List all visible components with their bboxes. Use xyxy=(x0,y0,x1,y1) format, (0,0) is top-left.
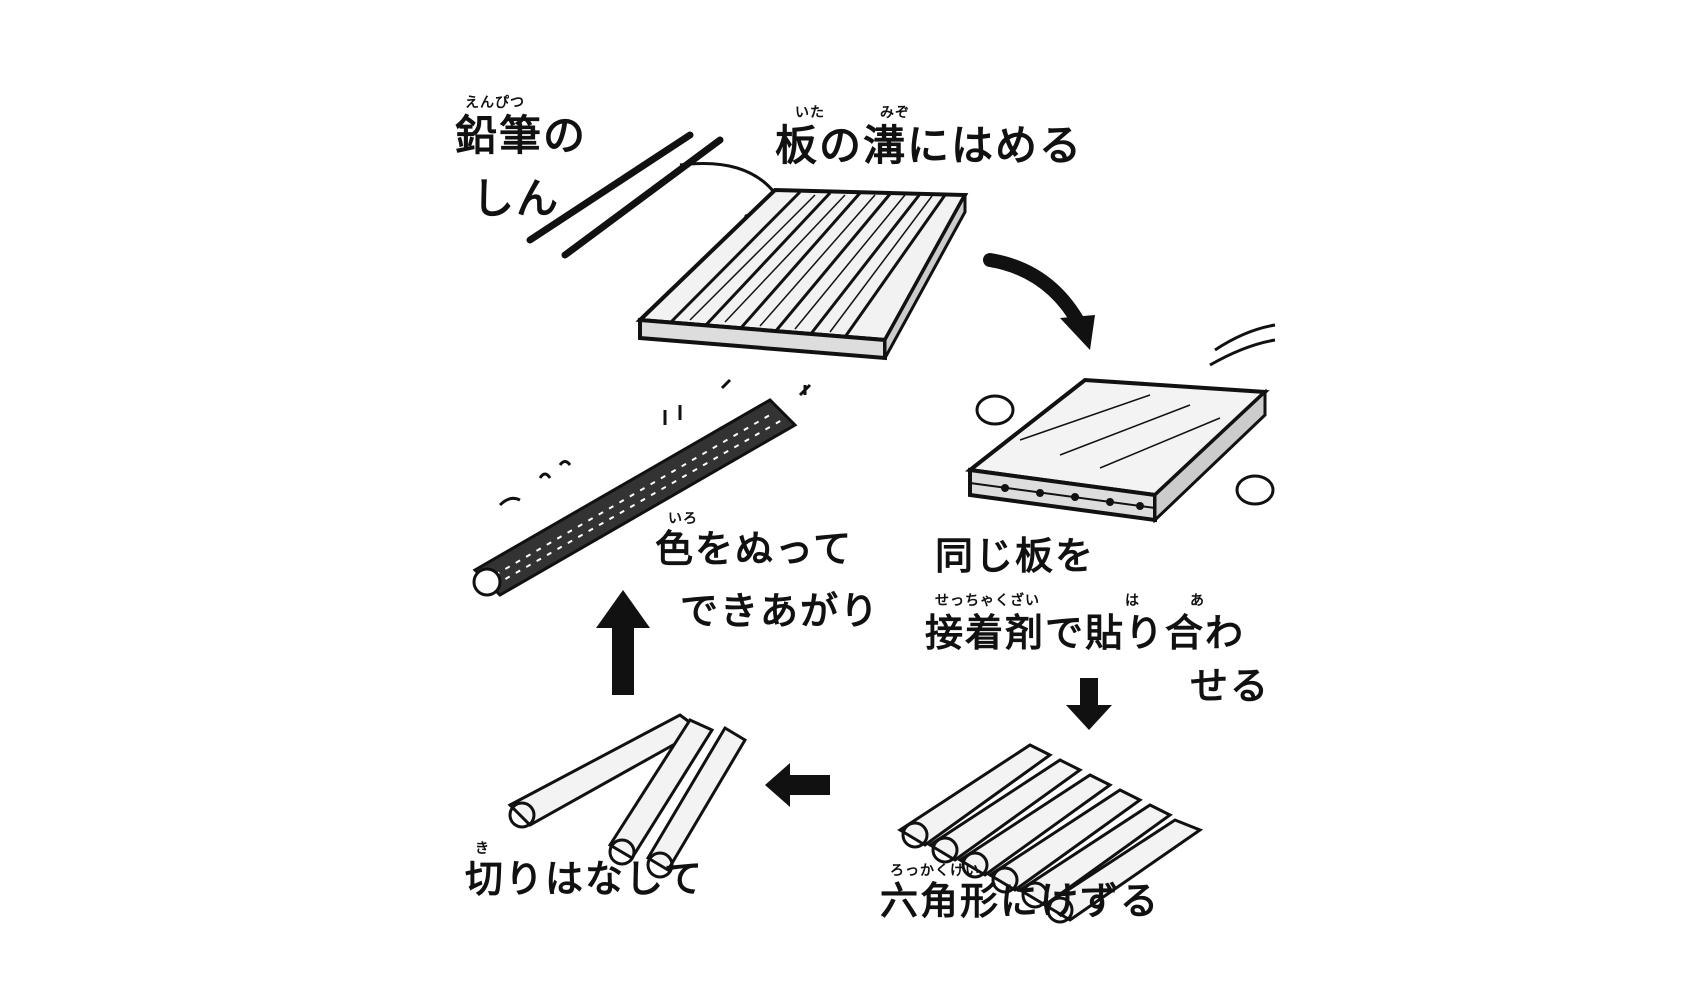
step5-label: 切りはなして xyxy=(465,857,704,901)
step3-ruby-a: あ xyxy=(1190,593,1205,609)
step1-label-line1: 鉛筆の xyxy=(455,111,588,160)
step4-ruby: ろっかくけい xyxy=(890,863,980,879)
arrow-left-icon xyxy=(765,763,830,807)
step1-ruby: えんぴつ xyxy=(465,95,525,111)
step6-label-line2: できあがり xyxy=(680,589,881,633)
finished-pencil-illustration xyxy=(472,378,812,597)
step2-ruby-ita: いた xyxy=(795,105,825,121)
arrow-down-icon xyxy=(1066,678,1112,730)
step3-ruby-secchakuzai: せっちゃくざい xyxy=(935,593,1040,609)
step6-label-line1: 色をぬって xyxy=(655,527,854,571)
separated-pencils-illustration xyxy=(507,713,748,879)
grooved-board-illustration xyxy=(635,187,969,361)
step3-label-line1: 同じ板を xyxy=(935,534,1096,578)
step2-ruby-mizo: みぞ xyxy=(880,105,910,121)
arrow-right-down-icon xyxy=(983,253,1087,332)
step6-ruby: いろ xyxy=(668,511,698,527)
glued-board-illustration xyxy=(965,323,1276,524)
hexagonal-rods-illustration xyxy=(897,743,1204,924)
arrow-up-icon xyxy=(596,590,650,695)
step1-label-line2: しん xyxy=(472,174,561,223)
step5-ruby: き xyxy=(475,841,490,857)
step3-label-line2: 接着剤で貼り合わ xyxy=(925,611,1246,655)
pencil-lead-illustration xyxy=(526,131,724,259)
step4-label: 六角形にけずる xyxy=(880,879,1161,923)
step3-ruby-ha: は xyxy=(1125,593,1140,609)
step3-label-line3: せる xyxy=(1190,664,1271,708)
step2-label: 板の溝にはめる xyxy=(775,121,1084,170)
